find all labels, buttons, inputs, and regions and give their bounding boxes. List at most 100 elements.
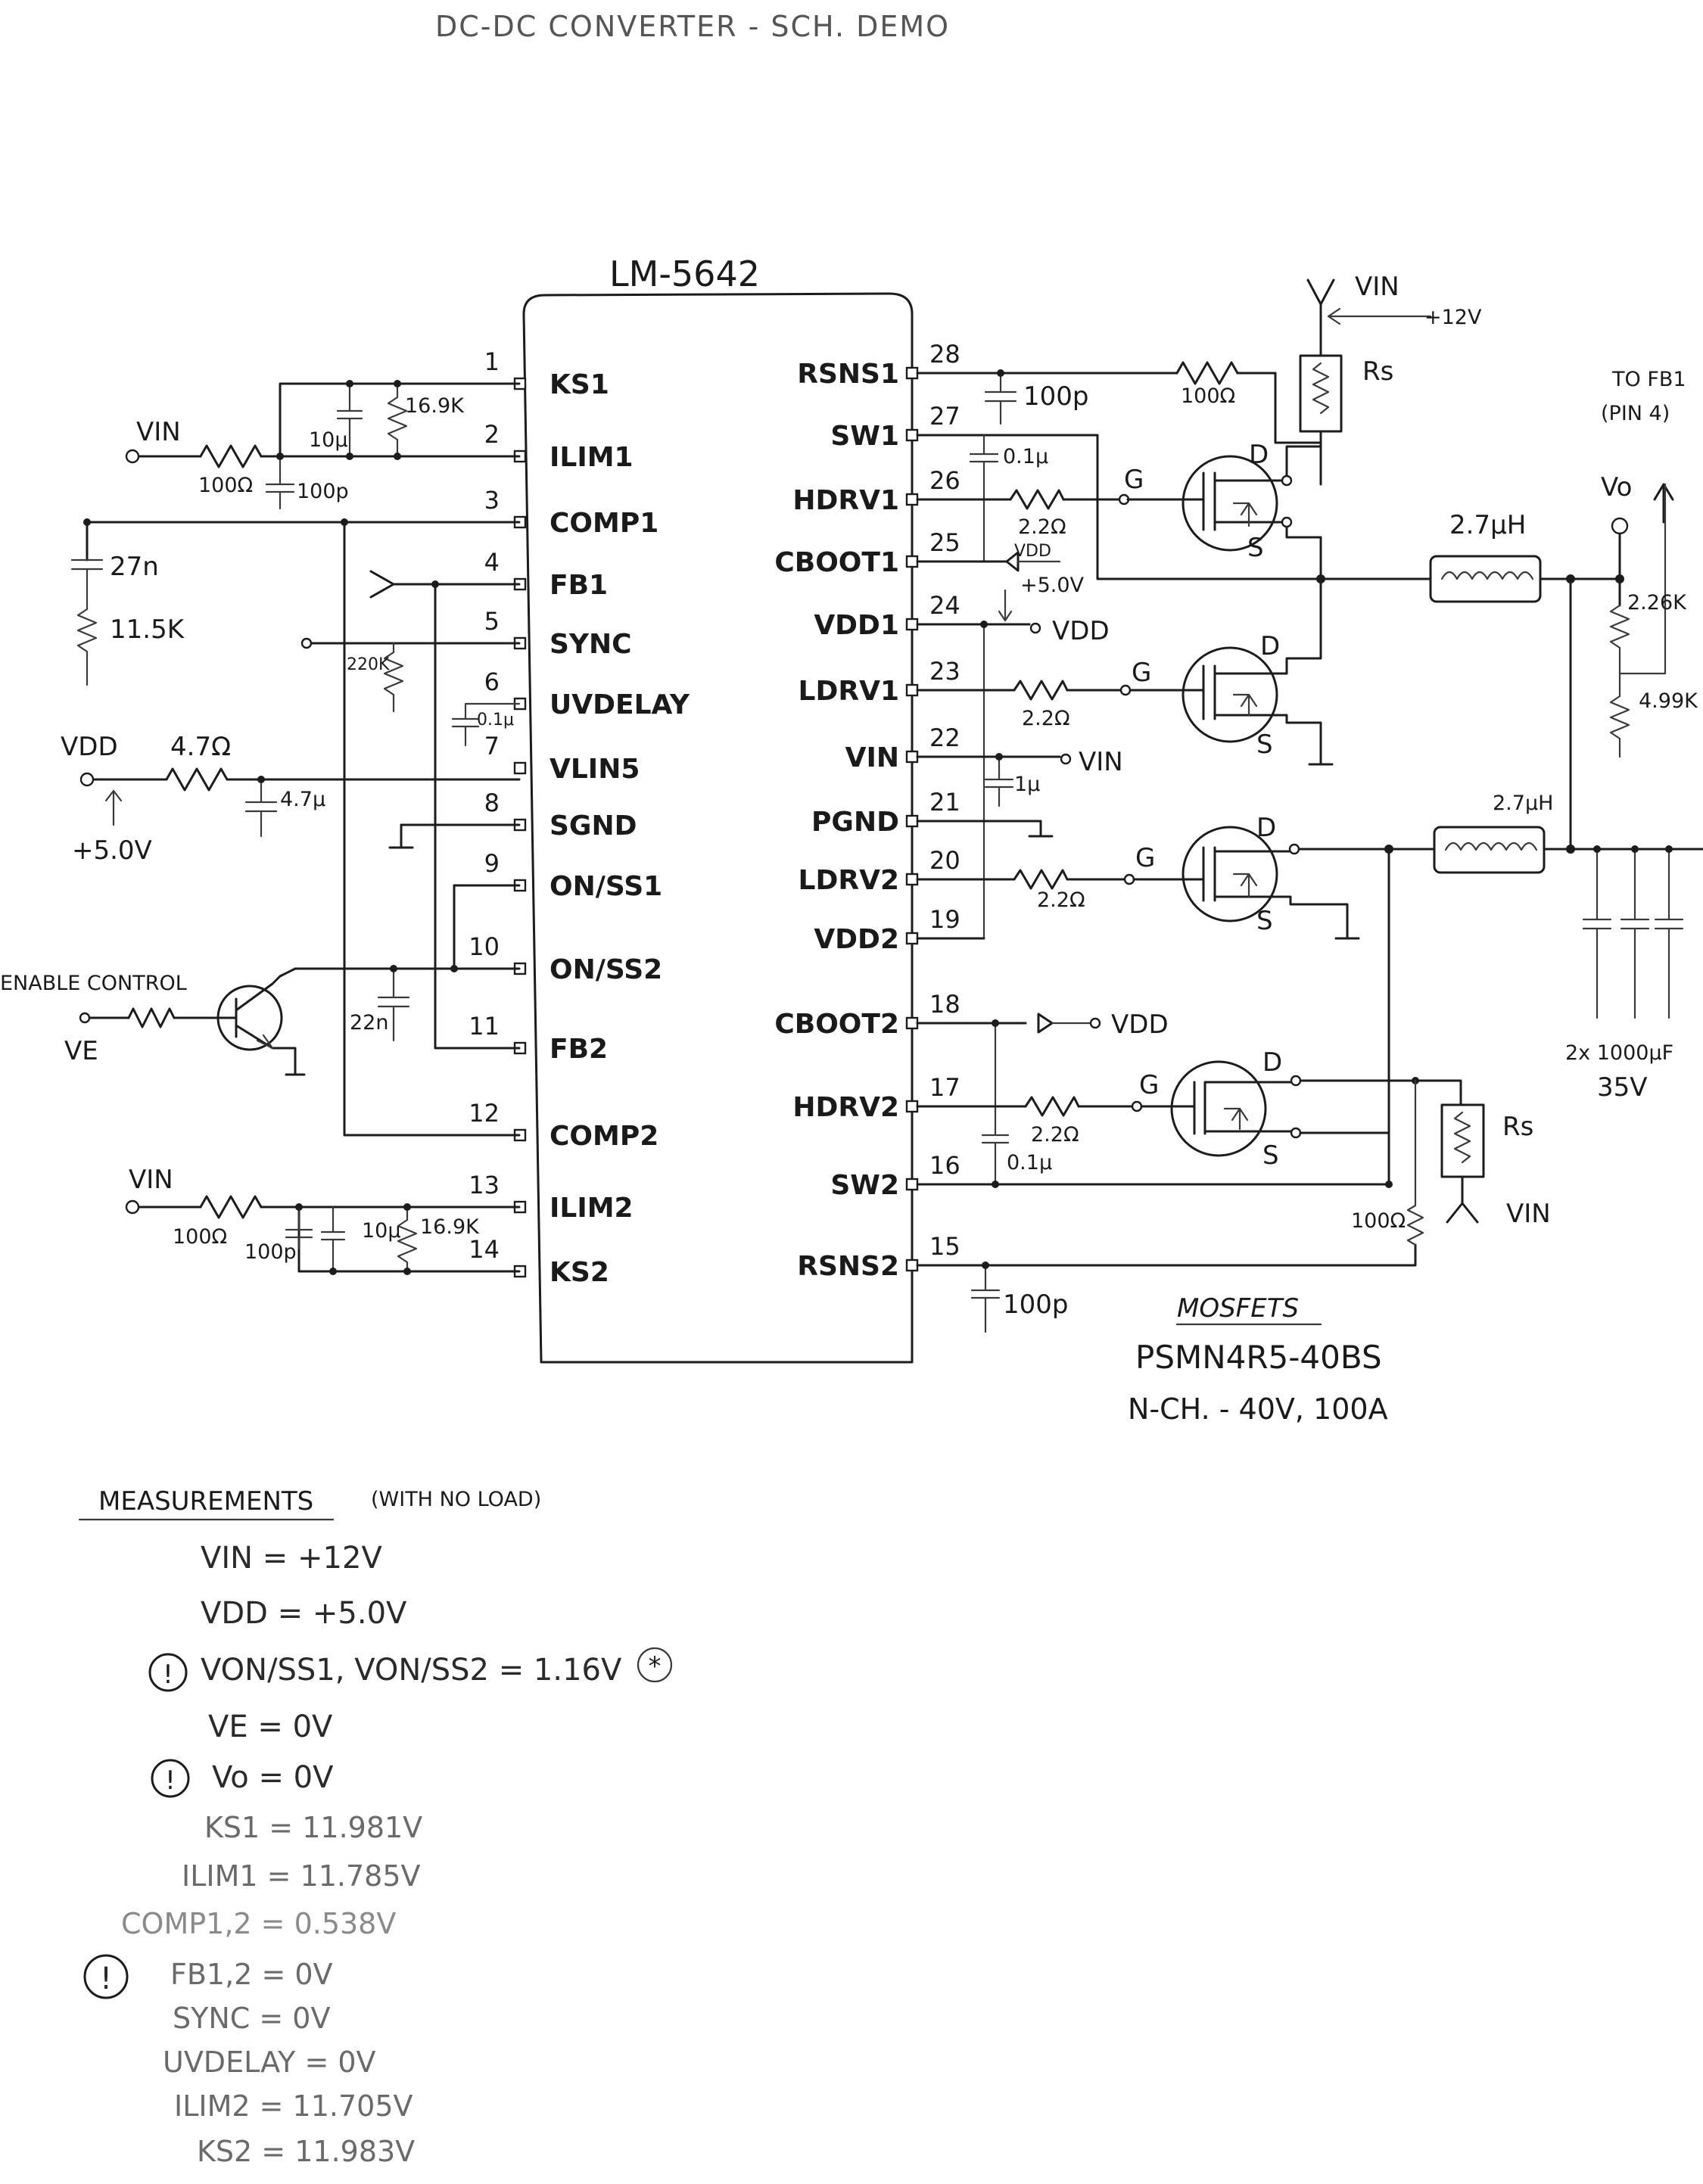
pin-name: FB1 bbox=[550, 570, 608, 601]
q2-gate: G bbox=[1132, 658, 1151, 688]
pin-name: SYNC bbox=[550, 629, 632, 660]
pin-name: COMP2 bbox=[550, 1121, 658, 1152]
pin-name: ILIM2 bbox=[550, 1193, 634, 1224]
pin-number: 5 bbox=[484, 607, 500, 636]
q3-drain: D bbox=[1256, 813, 1276, 843]
pin-number: 28 bbox=[929, 340, 960, 369]
q3-source: S bbox=[1256, 906, 1273, 936]
r-100-2: 100Ω bbox=[173, 1225, 227, 1249]
c-100p-3: 100p bbox=[1023, 381, 1088, 412]
r-16k9-1: 16.9K bbox=[405, 394, 465, 418]
pin-name: SGND bbox=[550, 810, 637, 842]
pin-name: SW1 bbox=[830, 421, 899, 452]
measurements-title: MEASUREMENTS bbox=[98, 1486, 313, 1517]
ic-lm5642: LM-5642 bbox=[522, 254, 914, 1364]
c-10u-1: 10μ bbox=[309, 428, 348, 452]
output-caps: 2x 1000μF bbox=[1565, 1041, 1673, 1065]
meas-fb: FB1,2 = 0V bbox=[170, 1958, 333, 1991]
meas-sync: SYNC = 0V bbox=[173, 2002, 330, 2035]
c-0u1-b1: 0.1μ bbox=[1003, 445, 1048, 468]
vdd-5v-left: +5.0V bbox=[72, 835, 152, 866]
meas-uvdelay: UVDELAY = 0V bbox=[163, 2046, 376, 2079]
pin-name: VDD2 bbox=[814, 924, 899, 955]
c-27n: 27n bbox=[110, 552, 159, 582]
pin-name: RSNS2 bbox=[797, 1251, 899, 1282]
vdd-cboot1: VDD bbox=[1014, 542, 1051, 561]
pin-number: 17 bbox=[929, 1073, 960, 1102]
q4-gate: G bbox=[1139, 1070, 1159, 1100]
ic-left-pins: 1KS12ILIM13COMP14FB15SYNC6UVDELAY7VLIN58… bbox=[469, 347, 690, 1288]
pin-name: PGND bbox=[811, 807, 899, 838]
r-2r2-2: 2.2Ω bbox=[1022, 707, 1070, 730]
ic-pin-9: 9ON/SS1 bbox=[484, 849, 663, 902]
meas-ilim2: ILIM2 = 11.705V bbox=[174, 2089, 413, 2123]
vin-label-top: VIN bbox=[1355, 272, 1399, 302]
r-4k99: 4.99K bbox=[1639, 689, 1698, 713]
pin-number: 15 bbox=[929, 1232, 960, 1261]
to-fb-label: TO FB1 bbox=[1611, 368, 1686, 391]
pin-name: ON/SS1 bbox=[550, 871, 662, 902]
warn-mark-1: ! bbox=[163, 1660, 173, 1690]
ind-1: 2.7μH bbox=[1449, 510, 1526, 540]
pin-number: 18 bbox=[929, 990, 960, 1019]
pin-name: VDD1 bbox=[814, 610, 899, 641]
r-2r2-3: 2.2Ω bbox=[1037, 888, 1085, 912]
pin-number: 1 bbox=[484, 347, 500, 376]
c-4u7: 4.7μ bbox=[280, 788, 325, 811]
pin-name: VIN bbox=[845, 742, 899, 773]
q4-drain: D bbox=[1262, 1047, 1282, 1078]
output-caps-v: 35V bbox=[1597, 1072, 1648, 1103]
pin-name: ILIM1 bbox=[550, 442, 634, 473]
r-220k: 220K bbox=[347, 655, 390, 674]
rs-2: Rs bbox=[1502, 1112, 1533, 1142]
pin-number: 23 bbox=[929, 657, 960, 686]
vin-label-r1: VIN bbox=[1079, 747, 1123, 777]
pin-number: 24 bbox=[929, 591, 960, 620]
pin-name: HDRV1 bbox=[792, 485, 899, 516]
pin-name: VLIN5 bbox=[550, 754, 640, 785]
mosfet-part: PSMN4R5-40BS bbox=[1135, 1339, 1382, 1376]
vo-label: Vo bbox=[1601, 472, 1632, 502]
c-100p-1: 100p bbox=[297, 480, 349, 503]
r-2r2-4: 2.2Ω bbox=[1031, 1123, 1079, 1146]
c-100p-2: 100p bbox=[244, 1240, 297, 1264]
q1-source: S bbox=[1247, 533, 1264, 563]
rs-1: Rs bbox=[1362, 356, 1393, 387]
pin-number: 25 bbox=[929, 528, 960, 557]
ic-name: LM-5642 bbox=[609, 254, 760, 294]
to-fb-pin: (PIN 4) bbox=[1601, 402, 1670, 425]
vin-label-1: VIN bbox=[136, 417, 181, 447]
enable-control-label: ENABLE CONTROL bbox=[0, 972, 187, 995]
meas-ks1: KS1 = 11.981V bbox=[204, 1811, 422, 1844]
vdd-label-left: VDD bbox=[61, 732, 118, 762]
sheet-title: DC-DC CONVERTER - SCH. DEMO bbox=[435, 10, 950, 43]
pin-name: RSNS1 bbox=[797, 359, 899, 390]
meas-ve: VE = 0V bbox=[208, 1710, 333, 1744]
meas-vdd: VDD = +5.0V bbox=[201, 1596, 407, 1631]
q3-gate: G bbox=[1135, 843, 1155, 873]
pin-number: 8 bbox=[484, 789, 500, 817]
q1-drain: D bbox=[1249, 440, 1269, 470]
pin-name: UVDELAY bbox=[550, 689, 690, 720]
pin-number: 20 bbox=[929, 846, 960, 875]
pin-number: 3 bbox=[484, 486, 500, 515]
vin-label-2: VIN bbox=[129, 1165, 173, 1195]
